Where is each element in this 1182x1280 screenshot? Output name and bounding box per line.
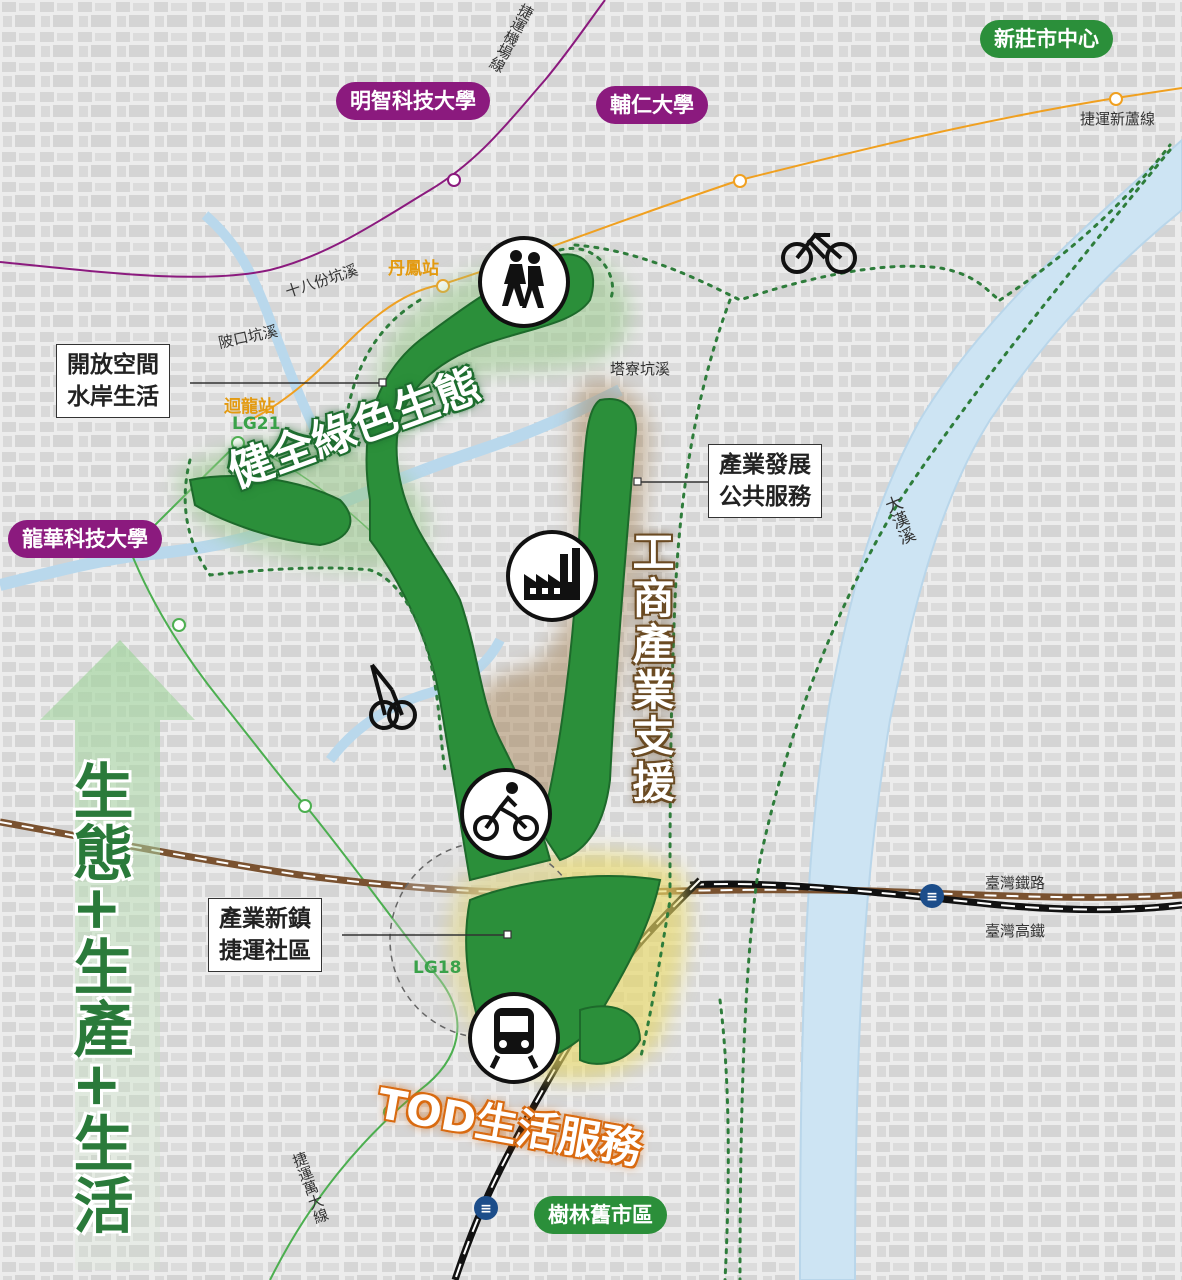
bicycle-icon [369,663,417,730]
dahan-river [798,138,1182,1280]
pedestrian-icon [478,236,570,328]
tra-station-marker-south: ≡ [474,1196,498,1220]
direction-arrow [40,640,195,1270]
label-hsr: 臺灣高鐵 [985,922,1046,940]
callout-industry-line2: 公共服務 [719,484,811,510]
airport-mrt-line [0,0,606,278]
callout-new-town: 產業新鎮 捷運社區 [208,898,322,972]
callout-industry: 產業發展 公共服務 [708,444,822,518]
callout-open-space: 開放空間 水岸生活 [56,344,170,418]
place-minghsin-university: 明智科技大學 [336,82,490,120]
callout-open-space-line1: 開放空間 [67,352,159,378]
place-shulin-old-town: 樹林舊市區 [534,1196,667,1234]
callout-open-space-line2: 水岸生活 [67,384,159,410]
label-lg21: LG21 [232,414,281,434]
theme-commerce-support: 工商產業支援 [626,530,675,806]
svg-text:≡: ≡ [480,1201,492,1217]
bicycle-icon [460,768,552,860]
callout-new-town-line1: 產業新鎮 [219,906,311,932]
train-icon [468,992,560,1084]
trails [183,143,1172,1280]
bicycle-icon [781,232,857,274]
label-danfeng-station: 丹鳳站 [388,259,439,279]
pikou-stream [201,211,325,443]
label-xinlu-mrt: 捷運新蘆線 [1080,110,1156,128]
callout-new-town-line2: 捷運社區 [219,938,311,964]
industry-corridor [538,398,637,862]
tra-station-marker-east: ≡ [920,884,944,908]
svg-text:≡: ≡ [926,889,938,905]
place-lunghwa-university: 龍華科技大學 [8,520,162,558]
label-taliao-stream: 塔寮坑溪 [610,360,671,378]
place-fu-jen-university: 輔仁大學 [596,86,708,124]
factory-icon [506,530,598,622]
label-lg18: LG18 [413,958,462,978]
label-tra: 臺灣鐵路 [985,874,1046,892]
place-xinzhuang-center: 新莊市中心 [980,20,1113,58]
callout-industry-line1: 產業發展 [719,452,811,478]
slogan: 生態+生產+生活 [63,760,133,1237]
label-huilong-station: 迴龍站 [224,397,275,417]
